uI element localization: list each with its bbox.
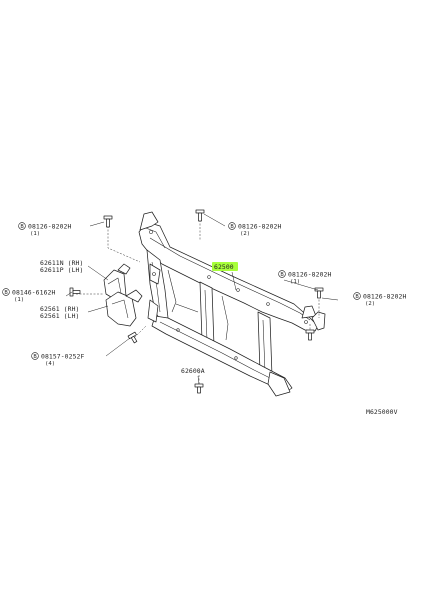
callout-qty: (2) bbox=[365, 301, 375, 307]
badge-letter: B bbox=[20, 224, 24, 230]
badge-letter: B bbox=[280, 272, 284, 278]
leader-c1 bbox=[89, 221, 105, 227]
bolt-icon bbox=[103, 215, 113, 228]
callout-code: 08126-8202H bbox=[288, 270, 331, 278]
leader-main bbox=[231, 271, 237, 291]
bolt-icon bbox=[314, 287, 324, 299]
badge-letter: B bbox=[4, 290, 8, 296]
leader-c2 bbox=[203, 213, 226, 227]
leader-c3 bbox=[283, 279, 319, 291]
part-number: 62561 (RH) bbox=[40, 305, 79, 313]
callout-c6: B 08157-0252F (4) bbox=[31, 352, 84, 367]
bolt-icon bbox=[305, 329, 315, 341]
callout-qty: (4) bbox=[45, 361, 55, 367]
leader-p3 bbox=[197, 375, 200, 385]
guide-bolt-top-left bbox=[107, 226, 141, 263]
callout-qty: (1) bbox=[290, 279, 300, 285]
callout-code: 08126-8202H bbox=[363, 292, 406, 300]
radiator-core-support bbox=[138, 211, 326, 397]
leader-c4 bbox=[321, 297, 339, 301]
part-number: 62611N (RH) bbox=[40, 259, 83, 267]
bolt-icon bbox=[194, 383, 204, 394]
main-part-number[interactable]: 62500 bbox=[214, 263, 234, 271]
callout-c2: B 08126-8202H (2) bbox=[228, 222, 281, 237]
part-label-p3: 62600A bbox=[181, 367, 205, 375]
callout-qty: (1) bbox=[30, 231, 40, 237]
callout-qty: (1) bbox=[14, 297, 24, 303]
leader-c5 bbox=[65, 291, 73, 297]
callout-code: 08126-8202H bbox=[28, 222, 71, 230]
main-part-label[interactable]: 62500 bbox=[212, 262, 238, 271]
bracket-62561 bbox=[105, 289, 143, 327]
callout-c5: B 08146-6162H (1) bbox=[2, 288, 55, 303]
bolt-icon bbox=[127, 331, 138, 344]
leader-p2 bbox=[87, 305, 109, 313]
part-label-p1: 62611N (RH) 62611P (LH) bbox=[40, 259, 83, 274]
badge-letter: B bbox=[355, 294, 359, 300]
diagram-code: M625000V bbox=[366, 408, 398, 416]
part-number: 62561 (LH) bbox=[40, 312, 79, 320]
callout-c4: B 08126-8202H (2) bbox=[353, 292, 406, 307]
callout-qty: (2) bbox=[240, 231, 250, 237]
badge-letter: B bbox=[230, 224, 234, 230]
callout-code: 08157-0252F bbox=[41, 352, 84, 360]
part-label-p2: 62561 (RH) 62561 (LH) bbox=[40, 305, 79, 320]
leader-p1 bbox=[87, 265, 109, 281]
part-number: 62600A bbox=[181, 367, 205, 375]
callout-code: 08126-8202H bbox=[238, 222, 281, 230]
bolt-icon bbox=[195, 209, 205, 222]
badge-letter: B bbox=[33, 354, 37, 360]
highlight-marker bbox=[212, 262, 238, 271]
callout-c1: B 08126-8202H (1) bbox=[18, 222, 71, 237]
part-number: 62611P (LH) bbox=[40, 266, 83, 274]
callout-code: 08146-6162H bbox=[12, 288, 55, 296]
leader-c6 bbox=[105, 337, 131, 357]
bolt-icon bbox=[69, 287, 81, 297]
callout-c3: B 08126-8202H (1) bbox=[278, 270, 331, 285]
